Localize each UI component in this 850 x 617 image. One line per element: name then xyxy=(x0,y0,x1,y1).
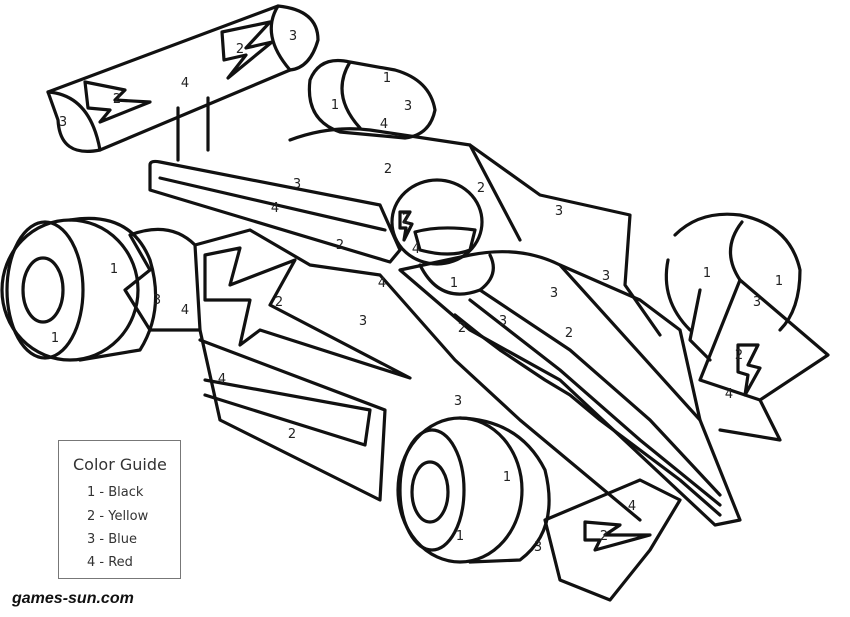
color-guide-item: 3 - Blue xyxy=(87,532,137,547)
color-guide-item: 4 - Red xyxy=(87,555,133,570)
region-number: 3 xyxy=(293,177,301,192)
region-number: 4 xyxy=(725,387,733,402)
region-number: 1 xyxy=(331,98,339,113)
right-wheel xyxy=(664,212,802,332)
region-number: 1 xyxy=(703,266,711,281)
region-number: 2 xyxy=(336,238,344,253)
region-number: 3 xyxy=(534,540,542,555)
region-number: 4 xyxy=(181,303,189,318)
color-guide-item: 1 - Black xyxy=(87,485,144,500)
color-guide-title: Color Guide xyxy=(73,455,167,474)
region-number: 3 xyxy=(359,314,367,329)
rear-wing xyxy=(46,4,320,162)
region-number: 3 xyxy=(289,29,297,44)
region-number: 3 xyxy=(550,286,558,301)
region-number: 2 xyxy=(384,162,392,177)
region-number: 4 xyxy=(378,276,386,291)
region-number: 4 xyxy=(218,372,226,387)
region-number: 2 xyxy=(236,42,244,57)
region-number: 2 xyxy=(402,212,410,227)
color-guide-item: 2 - Yellow xyxy=(87,509,149,524)
region-number: 1 xyxy=(456,529,464,544)
region-number: 2 xyxy=(477,181,485,196)
rear-wheel-top xyxy=(307,58,437,140)
region-number: 4 xyxy=(380,117,388,132)
region-number: 1 xyxy=(450,276,458,291)
color-guide: Color Guide 1 - Black 2 - Yellow 3 - Blu… xyxy=(58,440,181,579)
region-number: 2 xyxy=(113,92,121,107)
region-number: 1 xyxy=(51,331,59,346)
region-number: 2 xyxy=(600,529,608,544)
region-number: 1 xyxy=(775,274,783,289)
region-number: 3 xyxy=(499,314,507,329)
region-number: 4 xyxy=(628,499,636,514)
region-number: 3 xyxy=(404,99,412,114)
region-number: 2 xyxy=(735,348,743,363)
region-number: 2 xyxy=(458,321,466,336)
region-number: 3 xyxy=(555,204,563,219)
region-number: 3 xyxy=(153,293,161,308)
region-number: 3 xyxy=(454,394,462,409)
region-number: 4 xyxy=(412,242,420,257)
region-number: 1 xyxy=(503,470,511,485)
region-number: 3 xyxy=(59,115,67,130)
region-number: 1 xyxy=(383,71,391,86)
driver-helmet xyxy=(390,178,495,296)
region-number: 4 xyxy=(181,76,189,91)
region-number: 2 xyxy=(288,427,296,442)
region-number: 1 xyxy=(110,262,118,277)
region-number: 2 xyxy=(275,295,283,310)
region-number: 4 xyxy=(271,201,279,216)
car-body xyxy=(123,127,830,602)
watermark: games-sun.com xyxy=(12,590,134,607)
region-number: 2 xyxy=(565,326,573,341)
region-number: 3 xyxy=(602,269,610,284)
left-wheel xyxy=(0,216,158,362)
region-number: 3 xyxy=(753,295,761,310)
front-wheel xyxy=(396,416,551,564)
